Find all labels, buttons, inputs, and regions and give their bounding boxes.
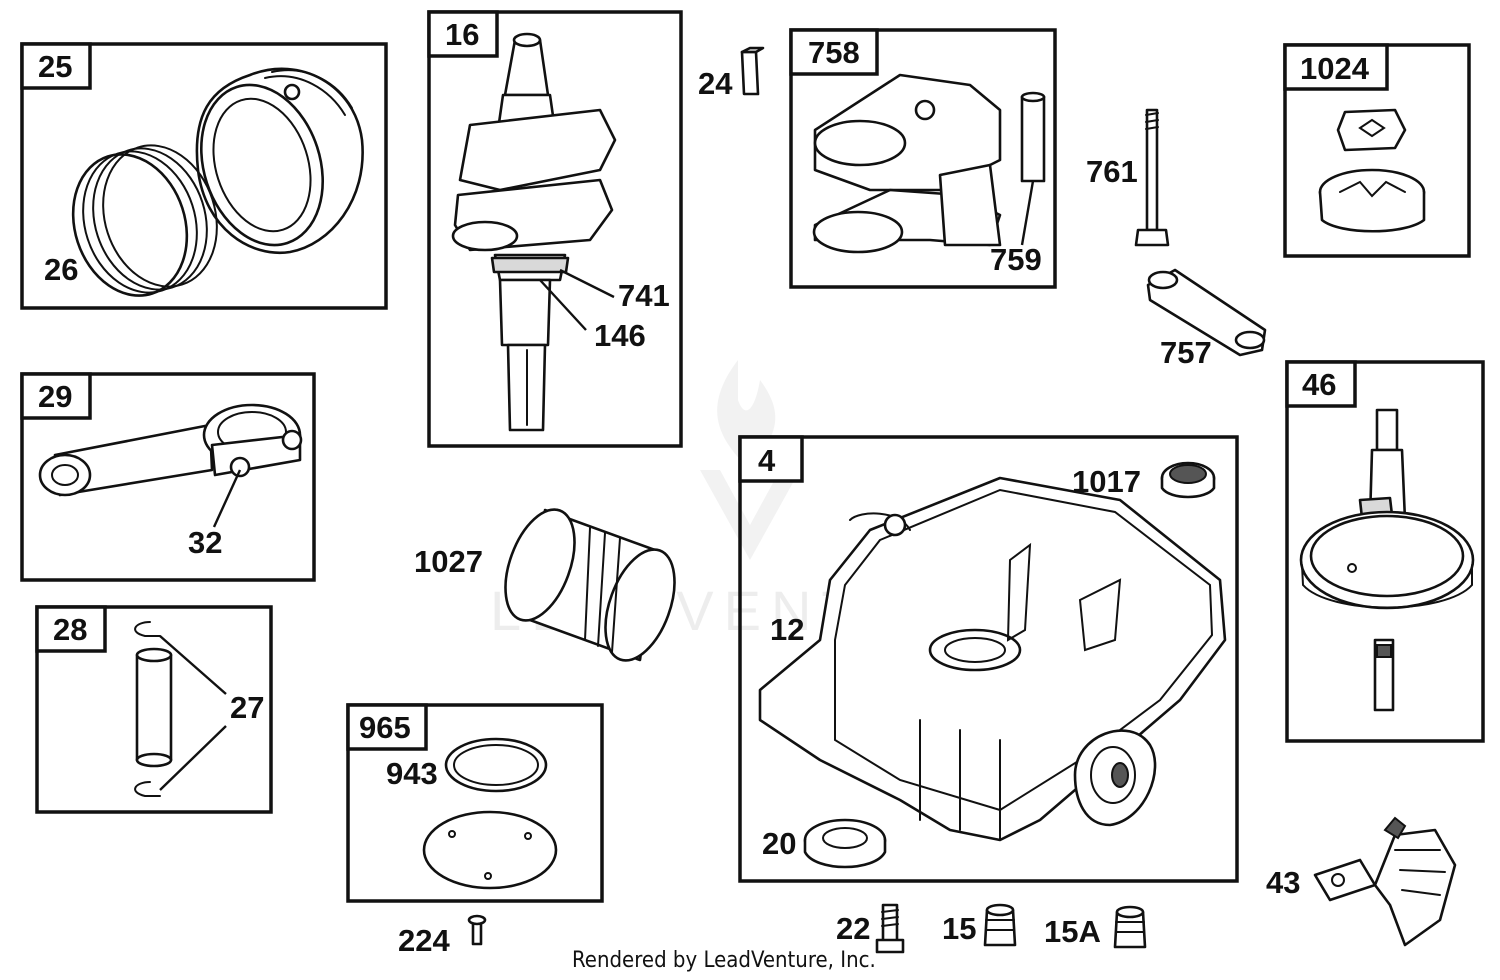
box-tag-1024: [1283, 43, 1389, 91]
bracket-part: [812, 73, 1002, 254]
retaining-clip-part: [134, 621, 161, 797]
group-piston-25: 25 26: [20, 42, 388, 310]
box-tag-28: [35, 605, 107, 653]
label-27: 27: [230, 690, 264, 725]
piston-rings-part: [71, 144, 218, 297]
box-frame-4: [738, 435, 1239, 883]
group-bracket-758: 758 759: [789, 28, 1057, 289]
box-label-4: 4: [758, 443, 776, 478]
label-12: 12: [770, 612, 804, 647]
label-1017: 1017: [1072, 464, 1141, 499]
leader-759: [1020, 180, 1035, 246]
group-governor-43: 43: [1266, 816, 1457, 947]
label-146: 146: [594, 318, 646, 353]
group-wristpin-28: 28 27: [35, 605, 273, 814]
group-key-24: 24: [698, 46, 765, 101]
seal-part-20: [803, 818, 887, 869]
box-label-28: 28: [53, 612, 87, 647]
label-1027: 1027: [414, 544, 483, 579]
gasket-ring-part: [444, 737, 548, 793]
label-26: 26: [44, 252, 78, 287]
box-label-965: 965: [359, 710, 411, 745]
label-224: 224: [398, 923, 450, 958]
label-15a: 15A: [1044, 914, 1101, 949]
crankshaft-part: [451, 32, 617, 432]
box-label-25: 25: [38, 49, 72, 84]
group-cover-965: 965 943: [346, 703, 604, 903]
box-tag-758: [789, 28, 879, 76]
piston-part: [195, 67, 364, 255]
label-757: 757: [1160, 335, 1212, 370]
cover-plate-part: [422, 810, 558, 890]
label-32: 32: [188, 525, 222, 560]
box-frame-16: [427, 10, 683, 448]
box-label-46: 46: [1302, 367, 1336, 402]
box-frame-965: [346, 703, 604, 903]
camshaft-part: [1299, 408, 1475, 712]
box-label-758: 758: [808, 35, 860, 70]
box-label-16: 16: [445, 17, 479, 52]
box-tag-25: [20, 42, 92, 90]
group-sump-4: 4 1017 12 20: [738, 435, 1239, 883]
leader-146: [539, 279, 587, 331]
label-943: 943: [386, 756, 438, 791]
box-tag-16: [427, 10, 499, 58]
wristpin-part: [135, 647, 173, 768]
box-tag-965: [346, 703, 428, 751]
group-bolt-22: 22: [836, 903, 905, 954]
oil-seal-part-1017: [1160, 461, 1216, 499]
group-plug-15: 15: [942, 903, 1017, 947]
box-label-29: 29: [38, 379, 72, 414]
box-tag-46: [1285, 360, 1357, 408]
group-plug-15a: 15A: [1044, 905, 1147, 949]
rotor-part: [1318, 108, 1426, 233]
conrod-part: [38, 403, 303, 497]
group-rotor-1024: 1024: [1283, 43, 1471, 258]
label-20: 20: [762, 826, 796, 861]
box-tag-4: [738, 435, 804, 483]
box-tag-29: [20, 372, 92, 420]
box-frame-46: [1285, 360, 1485, 743]
label-22: 22: [836, 911, 870, 946]
box-frame-29: [20, 372, 316, 582]
box-frame-28: [35, 605, 273, 814]
label-761: 761: [1086, 154, 1138, 189]
footer-credit: Rendered by LeadVenture, Inc.: [572, 948, 876, 973]
box-label-1024: 1024: [1300, 51, 1370, 86]
group-oilfilter-1027: 1027: [414, 508, 676, 662]
label-741: 741: [618, 278, 670, 313]
pin-part-759: [1020, 91, 1046, 183]
label-15: 15: [942, 911, 976, 946]
group-link-757: 757: [1146, 268, 1267, 370]
box-frame-25: [20, 42, 388, 310]
label-43: 43: [1266, 865, 1300, 900]
group-crankshaft-16: 16 741 146: [427, 10, 683, 448]
sump-part: [758, 476, 1227, 842]
leader-741: [559, 268, 615, 299]
box-frame-758: [789, 28, 1057, 289]
group-camshaft-46: 46: [1285, 360, 1485, 743]
label-759: 759: [990, 242, 1042, 277]
group-screw-224: 224: [398, 914, 487, 958]
leader-32: [212, 469, 242, 528]
key-part-24: [740, 50, 760, 96]
leader-27b: [159, 725, 227, 791]
label-24: 24: [698, 66, 733, 101]
leader-27a: [159, 635, 227, 695]
link-part-757: [1146, 268, 1267, 357]
group-bolt-761: 761: [1086, 108, 1170, 247]
group-conrod-29: 29 32: [20, 372, 316, 582]
